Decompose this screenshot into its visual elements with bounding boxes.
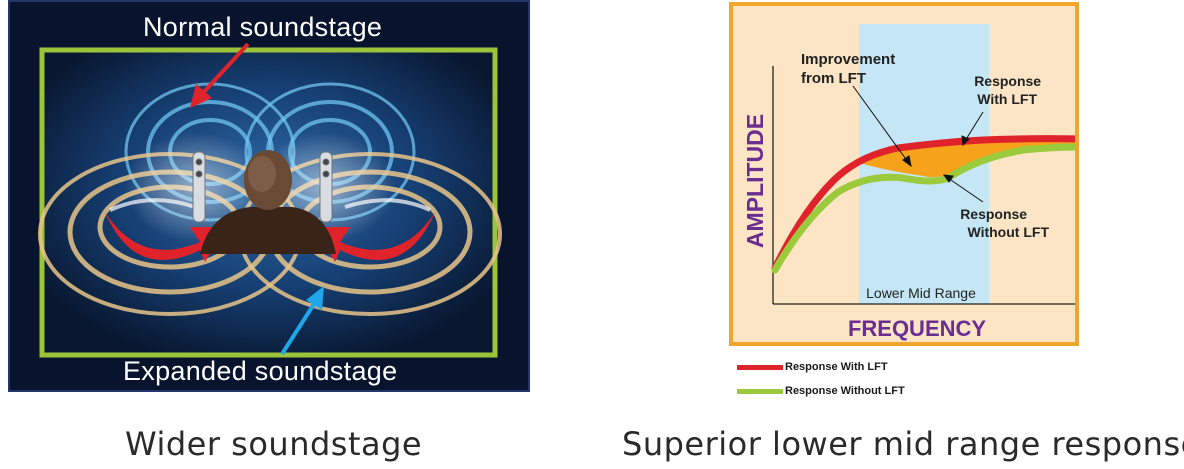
- soundstage-artwork: [10, 2, 528, 390]
- legend-label: Response With LFT: [785, 361, 888, 373]
- speaker-left: [192, 151, 206, 223]
- normal-soundstage-label: Normal soundstage: [143, 12, 383, 42]
- annotation-without-lft: Response Without LFT: [960, 206, 1049, 240]
- legend-item-without-lft: Response Without LFT: [737, 383, 905, 399]
- red-arrow: [190, 42, 250, 108]
- right-caption: Superior lower mid range response: [622, 425, 1184, 463]
- x-axis-label: FREQUENCY: [848, 316, 986, 341]
- left-caption: Wider soundstage: [125, 425, 423, 463]
- legend-item-with-lft: Response With LFT: [737, 359, 888, 375]
- speaker-right: [319, 151, 333, 223]
- y-axis-label: AMPLITUDE: [742, 114, 768, 248]
- lower-mid-range-label: Lower Mid Range: [866, 285, 976, 301]
- curve-without-lft: [771, 143, 1075, 274]
- blue-arrow: [280, 286, 324, 356]
- response-plot: Improvement from LFT Response With LFT R…: [742, 24, 1075, 341]
- annotation-with-lft: Response With LFT: [974, 73, 1045, 107]
- soundstage-illustration: Normal soundstage Expanded soundstage: [8, 0, 530, 392]
- annotation-improvement: Improvement from LFT: [801, 51, 899, 87]
- legend-swatch-green: [737, 388, 783, 394]
- annotation-arrows: [852, 85, 984, 203]
- legend-swatch-red: [737, 364, 783, 370]
- frequency-response-diagram: Improvement from LFT Response With LFT R…: [729, 2, 1079, 346]
- expanded-soundstage-label: Expanded soundstage: [123, 356, 398, 386]
- green-frame: [39, 47, 498, 358]
- swirl-arrows: [105, 198, 435, 262]
- listener-silhouette: [200, 150, 336, 254]
- legend-label: Response Without LFT: [785, 385, 905, 397]
